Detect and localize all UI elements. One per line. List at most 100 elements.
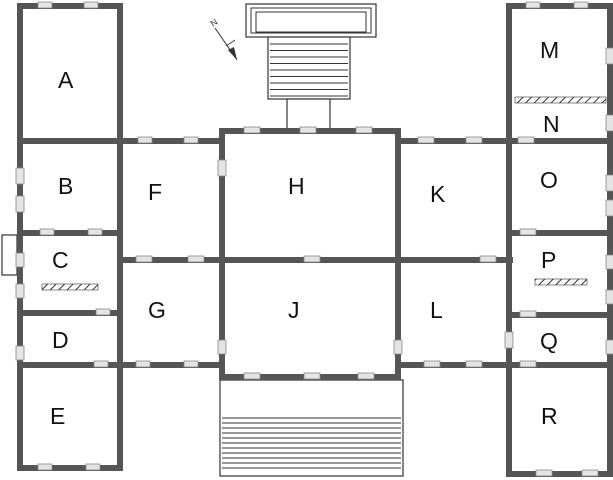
window-opening (417, 136, 435, 144)
north-arrow-icon: N (208, 17, 238, 61)
wall-segment (506, 312, 613, 318)
room-label-q: Q (540, 328, 558, 354)
window-opening (217, 159, 227, 177)
wall-segment (506, 230, 613, 236)
room-label-r: R (541, 403, 558, 429)
room-label-m: M (540, 37, 559, 63)
window-opening (605, 339, 613, 355)
window-opening (135, 255, 153, 263)
window-opening (423, 360, 441, 368)
window-opening (217, 339, 227, 355)
window-opening (183, 360, 199, 368)
room-label-f: F (148, 179, 162, 205)
window-opening (85, 463, 101, 471)
window-opening (519, 228, 537, 236)
hatch-n (514, 96, 607, 104)
wall-segment (17, 3, 23, 471)
window-opening (37, 1, 53, 9)
room-label-n: N (543, 111, 560, 137)
window-opening (519, 360, 537, 368)
room-label-k: K (430, 181, 446, 207)
window-opening (15, 345, 25, 361)
wall-segment (506, 3, 613, 9)
window-opening (357, 372, 375, 380)
room-label-a: A (58, 67, 74, 93)
room-label-d: D (52, 327, 69, 353)
window-opening (479, 255, 497, 263)
window-opening (519, 310, 537, 318)
window-opening (393, 339, 403, 355)
north-label: N (208, 17, 219, 29)
window-opening (605, 289, 613, 305)
window-opening (573, 1, 589, 9)
window-opening (15, 252, 25, 268)
side-porch (1, 234, 18, 276)
window-opening (37, 463, 53, 471)
window-opening (15, 167, 25, 185)
window-opening (605, 199, 613, 217)
window-opening (135, 360, 151, 368)
wall-segment (17, 362, 123, 368)
window-opening (299, 126, 317, 134)
wall-segment (395, 138, 512, 144)
wall-segment (395, 128, 401, 380)
wall-segment (117, 362, 225, 368)
wall-segment (17, 138, 123, 144)
window-opening (535, 469, 553, 477)
window-opening (187, 255, 205, 263)
windows (15, 1, 613, 477)
wall-segment (506, 138, 613, 144)
window-opening (465, 136, 483, 144)
window-opening (465, 360, 483, 368)
window-opening (605, 254, 613, 270)
wall-segment (17, 310, 123, 316)
window-opening (183, 136, 199, 144)
window-opening (504, 331, 514, 349)
room-label-b: B (58, 173, 73, 199)
window-opening (243, 372, 261, 380)
window-opening (39, 228, 55, 236)
wall-segment (506, 471, 613, 477)
window-opening (605, 174, 613, 192)
window-opening (525, 1, 541, 9)
wall-segment (219, 128, 225, 380)
wall-segment (117, 3, 123, 471)
room-label-l: L (430, 297, 443, 323)
wall-segment (17, 465, 123, 471)
wall-segment (506, 3, 512, 477)
window-opening (303, 372, 321, 380)
window-opening (581, 469, 599, 477)
window-opening (83, 1, 99, 9)
wall-segment (117, 138, 225, 144)
hatch-c (41, 283, 99, 291)
top-stair (245, 3, 377, 130)
room-label-g: G (148, 297, 166, 323)
window-opening (355, 126, 373, 134)
window-opening (15, 195, 25, 213)
room-label-h: H (288, 173, 305, 199)
window-opening (137, 136, 153, 144)
wall-segment (395, 362, 512, 368)
room-labels: A B C D E F G H J K L M N O P Q R (50, 37, 560, 429)
window-opening (15, 283, 25, 299)
hatch-p (534, 278, 588, 286)
window-opening (93, 360, 109, 368)
wall-segment (607, 3, 613, 477)
window-opening (243, 126, 261, 134)
window-opening (605, 114, 613, 132)
wall-segment (506, 362, 613, 368)
window-opening (95, 308, 111, 316)
room-label-e: E (50, 403, 65, 429)
window-opening (303, 255, 321, 263)
room-label-c: C (52, 247, 69, 273)
bottom-stair (219, 379, 404, 477)
room-label-o: O (540, 167, 558, 193)
room-label-j: J (288, 297, 300, 323)
wall-segment (17, 230, 123, 236)
window-opening (605, 47, 613, 65)
window-opening (87, 228, 103, 236)
window-opening (517, 136, 535, 144)
wall-segment (17, 3, 123, 9)
room-label-p: P (541, 247, 556, 273)
